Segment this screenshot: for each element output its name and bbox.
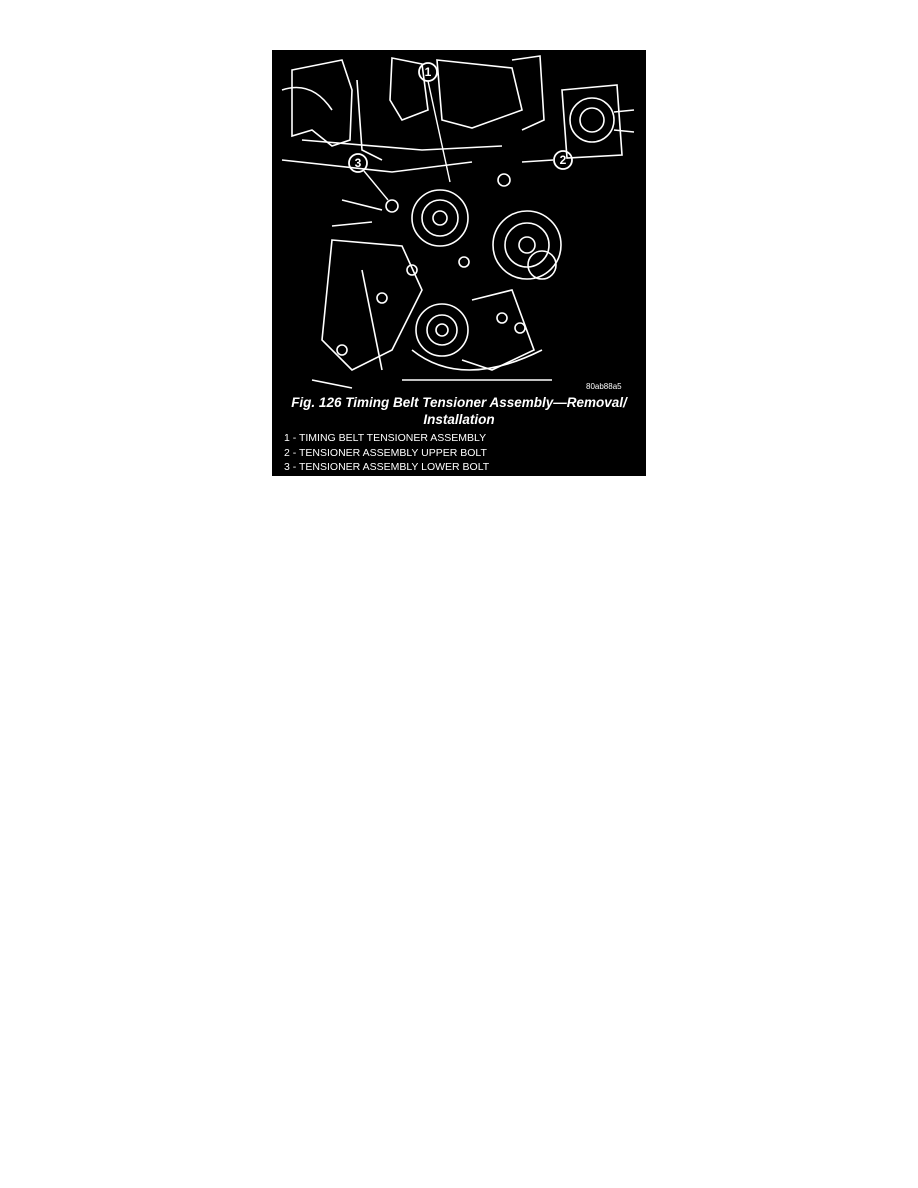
image-code: 80ab88a5 — [586, 382, 622, 391]
engine-illustration: 1 2 3 — [281, 55, 635, 389]
legend-item: 2 - TENSIONER ASSEMBLY UPPER BOLT — [284, 446, 487, 459]
legend-item: 3 - TENSIONER ASSEMBLY LOWER BOLT — [284, 461, 490, 473]
callout-3-label: 3 — [355, 156, 362, 170]
legend-item: 1 - TIMING BELT TENSIONER ASSEMBLY — [284, 432, 487, 444]
figure-caption: Fig. 126 Timing Belt Tensioner Assembly—… — [272, 394, 646, 428]
callout-2-label: 2 — [560, 153, 567, 167]
caption-line-1: Fig. 126 Timing Belt Tensioner Assembly—… — [291, 395, 627, 410]
figure-legend: 1 - TIMING BELT TENSIONER ASSEMBLY 2 - T… — [284, 431, 489, 475]
caption-line-2: Installation — [423, 412, 495, 427]
callout-1-label: 1 — [425, 65, 432, 79]
figure-panel: 1 2 3 80ab88a5 Fig. 126 Timing Belt Tens… — [272, 50, 646, 476]
